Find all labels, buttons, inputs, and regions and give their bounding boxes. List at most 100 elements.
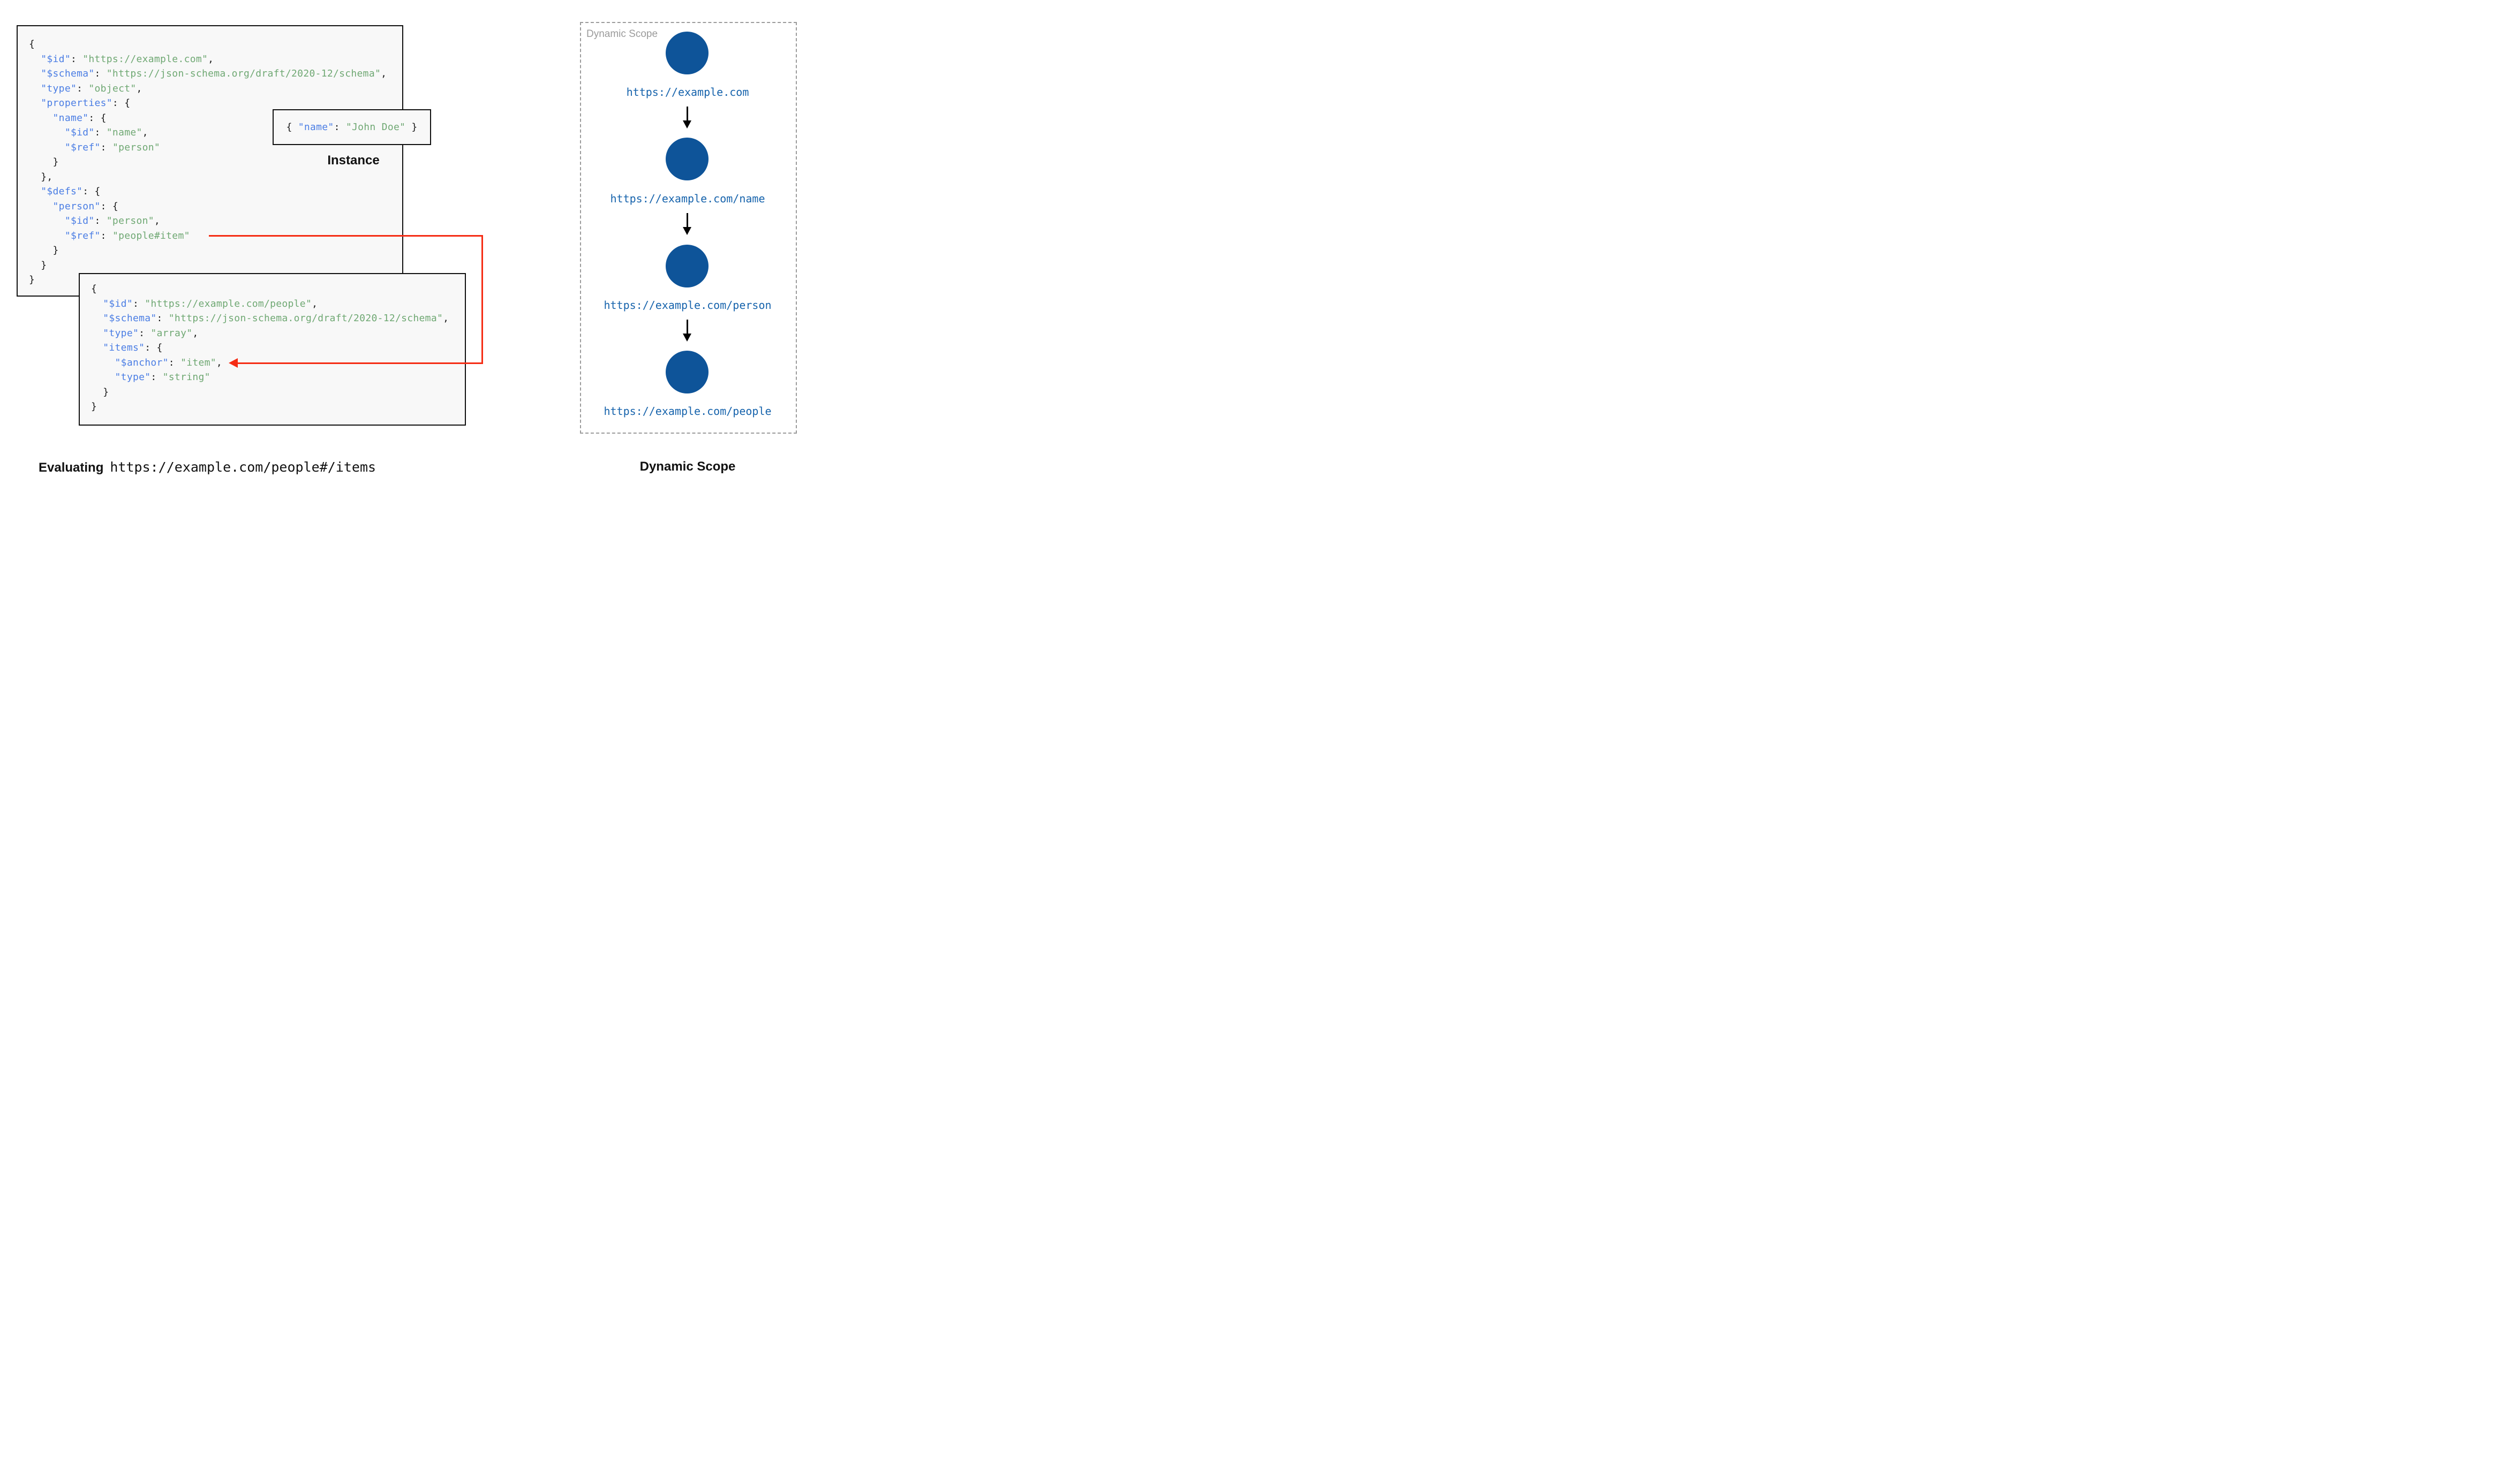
scope-flow-down-arrow-icon-1 [683,107,691,128]
code-token-string: "item" [180,357,216,368]
code-token-string: "https://json-schema.org/draft/2020-12/s… [106,68,381,79]
code-token-punct: , [216,357,223,368]
code-token-string: "name" [106,127,142,138]
evaluating-caption: Evaluating https://example.com/people#/i… [39,459,376,475]
code-line: "$id": "person", [29,214,402,229]
scope-node-url-1: https://example.com [626,86,749,99]
code-token-punct: : [94,215,107,226]
diagram-canvas: { "$id": "https://example.com", "$schema… [0,0,839,495]
code-token-string: "object" [88,82,137,94]
code-token-punct: , [192,327,199,339]
code-token-punct: : { [112,97,131,109]
code-token-key: "type" [91,372,151,383]
code-token-punct: : [132,298,145,309]
code-line: { [91,282,465,297]
code-token-key: "$anchor" [91,357,169,368]
code-line: { "name": "John Doe" } [286,120,417,135]
code-token-punct: : [77,82,89,94]
code-token-punct: } [91,386,109,398]
scope-node-circle-1 [666,32,709,74]
code-token-key: "items" [91,342,145,353]
code-token-punct: } [29,274,35,285]
code-token-key: "$schema" [91,313,157,324]
code-token-punct: , [208,53,214,65]
schema-box-primary: { "$id": "https://example.com", "$schema… [17,25,403,297]
code-token-string: "https://example.com" [82,53,208,65]
code-token-punct: } [29,259,47,271]
scope-flow-down-arrow-icon-2 [683,213,691,235]
code-token-string: "https://json-schema.org/draft/2020-12/s… [168,313,443,324]
scope-flow-down-arrow-icon-3 [683,320,691,342]
code-token-punct: { [29,39,35,50]
instance-code: { "name": "John Doe" } [286,120,417,135]
code-line: } [29,258,402,273]
code-token-punct: , [443,313,449,324]
scope-node-circle-2 [666,138,709,180]
code-token-key: "$id" [29,215,95,226]
code-token-punct: , [136,82,142,94]
code-token-key: "type" [29,82,77,94]
code-token-punct: , [154,215,161,226]
evaluating-label: Evaluating [39,460,104,475]
code-token-key: "$ref" [29,230,101,241]
code-token-punct: { [91,283,97,294]
code-token-punct: : [94,68,107,79]
code-line: } [91,385,465,400]
ref-connector-line-vertical [481,235,483,364]
code-token-key: "person" [29,200,101,212]
scope-node-circle-3 [666,245,709,287]
code-line: "type": "array", [91,326,465,341]
code-line: } [29,243,402,258]
code-line: "$ref": "people#item" [29,229,402,244]
code-line: "properties": { [29,96,402,111]
scope-node-url-4: https://example.com/people [604,405,772,418]
arrow-shaft [686,320,688,334]
arrow-shaft [686,213,688,227]
code-token-key: "$id" [91,298,133,309]
code-line: "type": "string" [91,370,465,385]
code-token-string: "people#item" [112,230,190,241]
code-token-punct: : { [82,186,101,197]
code-token-punct: : { [88,112,107,124]
code-token-punct: } [405,121,418,133]
evaluating-uri: https://example.com/people#/items [110,459,376,475]
code-line: "$schema": "https://json-schema.org/draf… [91,311,465,326]
code-token-punct: : { [145,342,163,353]
code-token-key: "$id" [29,127,95,138]
arrow-head [683,227,691,235]
schema-code-people: { "$id": "https://example.com/people", "… [80,274,465,414]
code-token-punct: }, [29,171,53,183]
code-token-punct: : [100,230,112,241]
code-token-punct: : [150,372,163,383]
code-line: }, [29,170,402,185]
code-line: "$id": "https://example.com", [29,52,402,67]
instance-label: Instance [327,153,380,168]
code-token-punct: : [168,357,181,368]
code-token-key: "$ref" [29,141,101,153]
code-line: "name": { [29,111,402,126]
code-token-string: "array" [150,327,193,339]
code-token-key: "properties" [29,97,112,109]
dynamic-scope-title: Dynamic Scope [639,459,736,474]
arrow-head [683,120,691,128]
code-token-key: "type" [91,327,139,339]
code-token-key: "$schema" [29,68,95,79]
code-token-punct: : [334,121,346,133]
instance-box: { "name": "John Doe" } [273,109,431,145]
schema-code-primary: { "$id": "https://example.com", "$schema… [18,26,402,287]
code-token-punct: } [91,401,97,412]
arrow-head [683,334,691,342]
code-token-key: "name" [29,112,89,124]
code-token-key: "name" [298,121,334,133]
dynamic-scope-panel [580,22,797,434]
code-token-punct: { [286,121,298,133]
dynamic-scope-panel-label: Dynamic Scope [586,28,658,40]
code-token-punct: : [100,141,112,153]
code-line: "items": { [91,340,465,355]
scope-node-url-2: https://example.com/name [610,192,765,205]
code-token-punct: : [94,127,107,138]
code-token-string: "John Doe" [345,121,406,133]
code-token-string: "https://example.com/people" [145,298,312,309]
code-line: "$schema": "https://json-schema.org/draf… [29,66,402,81]
code-line: } [29,155,402,170]
